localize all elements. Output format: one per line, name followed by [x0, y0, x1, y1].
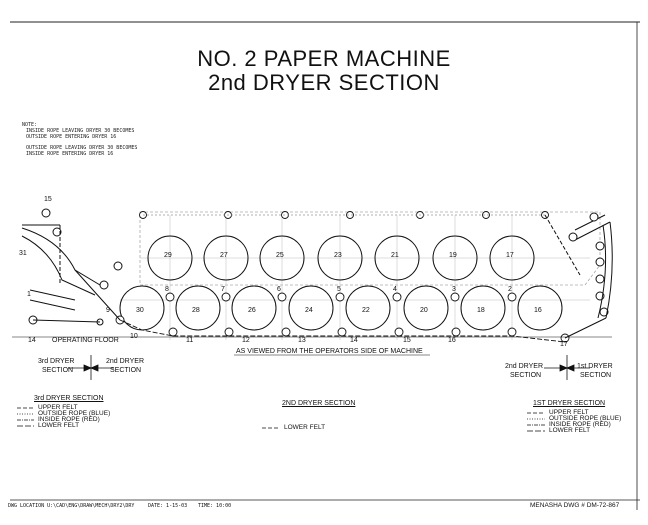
- section-divider-left: [68, 355, 114, 380]
- label-roll-15-top: 15: [44, 196, 52, 203]
- legend-right-item: UPPER FELT: [549, 409, 589, 416]
- note-label: NOTE:: [22, 122, 38, 128]
- label-roll-4: 4: [393, 286, 397, 293]
- label-roll-2: 2: [508, 286, 512, 293]
- section-left-a-line1: 3rd DRYER: [38, 358, 75, 365]
- section-left-b-line2: SECTION: [110, 367, 142, 374]
- label-dryer-19: 19: [449, 252, 457, 259]
- dryer-25: [259, 235, 305, 281]
- dryer-22: [345, 285, 391, 331]
- footer-location: DWG LOCATION U:\CAD\ENG\DRAW\MECH\DRY2\D…: [8, 503, 135, 509]
- dryer-23: [317, 235, 363, 281]
- footer-time: TIME: 10:00: [198, 503, 232, 509]
- section-right-b-line2: SECTION: [580, 372, 612, 379]
- label-dryer-23: 23: [334, 252, 342, 259]
- dryer-28: [175, 285, 221, 331]
- label-dryer-17: 17: [506, 252, 514, 259]
- legend-left-lines: [17, 407, 34, 427]
- dryer-20: [403, 285, 449, 331]
- label-dryer-25: 25: [276, 252, 284, 259]
- label-roll-1: 1: [27, 291, 31, 298]
- grid-lines: [120, 215, 590, 340]
- drawing-subtitle: 2nd DRYER SECTION: [208, 70, 440, 95]
- label-dryer-28: 28: [192, 307, 200, 314]
- drawing-title: NO. 2 PAPER MACHINE: [197, 46, 451, 71]
- note-2b: INSIDE ROPE ENTERING DRYER 16: [26, 151, 114, 157]
- dryer-17: [489, 235, 535, 281]
- legend-center-title: 2ND DRYER SECTION: [282, 400, 356, 407]
- dryer-21: [374, 235, 420, 281]
- bottom-dryer-cylinders: [119, 285, 563, 331]
- label-roll-6: 6: [277, 286, 281, 293]
- label-roll-9: 9: [106, 307, 110, 314]
- dryer-27: [203, 235, 249, 281]
- section-right-a-line2: SECTION: [510, 372, 542, 379]
- note-2a: OUTSIDE ROPE LEAVING DRYER 30 BECOMES: [26, 145, 138, 151]
- label-roll-8: 8: [165, 286, 169, 293]
- legend-center-item: LOWER FELT: [284, 424, 326, 431]
- dryer-26: [231, 285, 277, 331]
- label-dryer-24: 24: [305, 307, 313, 314]
- label-roll-17: 17: [560, 341, 568, 348]
- label-roll-16: 16: [448, 337, 456, 344]
- dryer-16: [517, 285, 563, 331]
- label-dryer-18: 18: [477, 307, 485, 314]
- legend-right-lines: [527, 412, 545, 432]
- label-dryer-26: 26: [248, 307, 256, 314]
- legend-right-item: INSIDE ROPE (RED): [549, 421, 611, 428]
- section-divider-right: [544, 355, 590, 380]
- label-dryer-30: 30: [136, 307, 144, 314]
- label-roll-11: 11: [186, 337, 194, 344]
- view-caption: AS VIEWED FROM THE OPERATORS SIDE OF MAC…: [236, 348, 423, 355]
- label-roll-10: 10: [130, 333, 138, 340]
- footer-date: DATE: 1-15-03: [148, 503, 188, 509]
- legend-right-item: OUTSIDE ROPE (BLUE): [549, 415, 622, 422]
- legend-left-item: LOWER FELT: [38, 422, 80, 429]
- top-dryer-cylinders: [147, 235, 535, 281]
- label-roll-14-left: 14: [28, 337, 36, 344]
- legend-right-item: LOWER FELT: [549, 427, 591, 434]
- label-dryer-29: 29: [164, 252, 172, 259]
- label-dryer-20: 20: [420, 307, 428, 314]
- left-frame: [21, 208, 123, 326]
- dryer-29: [147, 235, 193, 281]
- label-roll-7: 7: [221, 286, 225, 293]
- label-dryer-22: 22: [362, 307, 370, 314]
- legend-left-title: 3rd DRYER SECTION: [34, 395, 104, 402]
- note-1b: OUTSIDE ROPE ENTERING DRYER 16: [26, 134, 117, 140]
- section-right-a-line1: 2nd DRYER: [505, 363, 544, 370]
- section-right-b-line1: 1st DRYER: [577, 363, 613, 370]
- label-dryer-27: 27: [220, 252, 228, 259]
- hood-outline: [139, 211, 601, 286]
- dryer-19: [432, 235, 478, 281]
- footer-dwg-number: MENASHA DWG # DM-72-867: [530, 502, 620, 509]
- label-dryer-16: 16: [534, 307, 542, 314]
- label-roll-3: 3: [452, 286, 456, 293]
- label-dryer-21: 21: [391, 252, 399, 259]
- dryer-24: [288, 285, 334, 331]
- dryer-18: [460, 285, 506, 331]
- legend-left-item: INSIDE ROPE (RED): [38, 416, 100, 423]
- section-left-b-line1: 2nd DRYER: [106, 358, 145, 365]
- right-frame: [544, 212, 613, 339]
- label-roll-5: 5: [337, 286, 341, 293]
- legend-left-item: UPPER FELT: [38, 404, 78, 411]
- section-left-a-line2: SECTION: [42, 367, 74, 374]
- legend-right-title: 1ST DRYER SECTION: [533, 400, 606, 407]
- lower-felt-rolls: [115, 315, 570, 343]
- label-roll-13: 13: [298, 337, 306, 344]
- label-roll-12: 12: [242, 337, 250, 344]
- upper-felt-rolls: [139, 211, 549, 302]
- operating-floor-label: OPERATING FLOOR: [52, 337, 119, 344]
- legend-left-item: OUTSIDE ROPE (BLUE): [38, 410, 111, 417]
- label-roll-31: 31: [19, 250, 27, 257]
- note-1a: INSIDE ROPE LEAVING DRYER 30 BECOMES: [26, 128, 135, 134]
- lower-felt-path: [119, 319, 566, 343]
- label-roll-15: 15: [403, 337, 411, 344]
- label-roll-14: 14: [350, 337, 358, 344]
